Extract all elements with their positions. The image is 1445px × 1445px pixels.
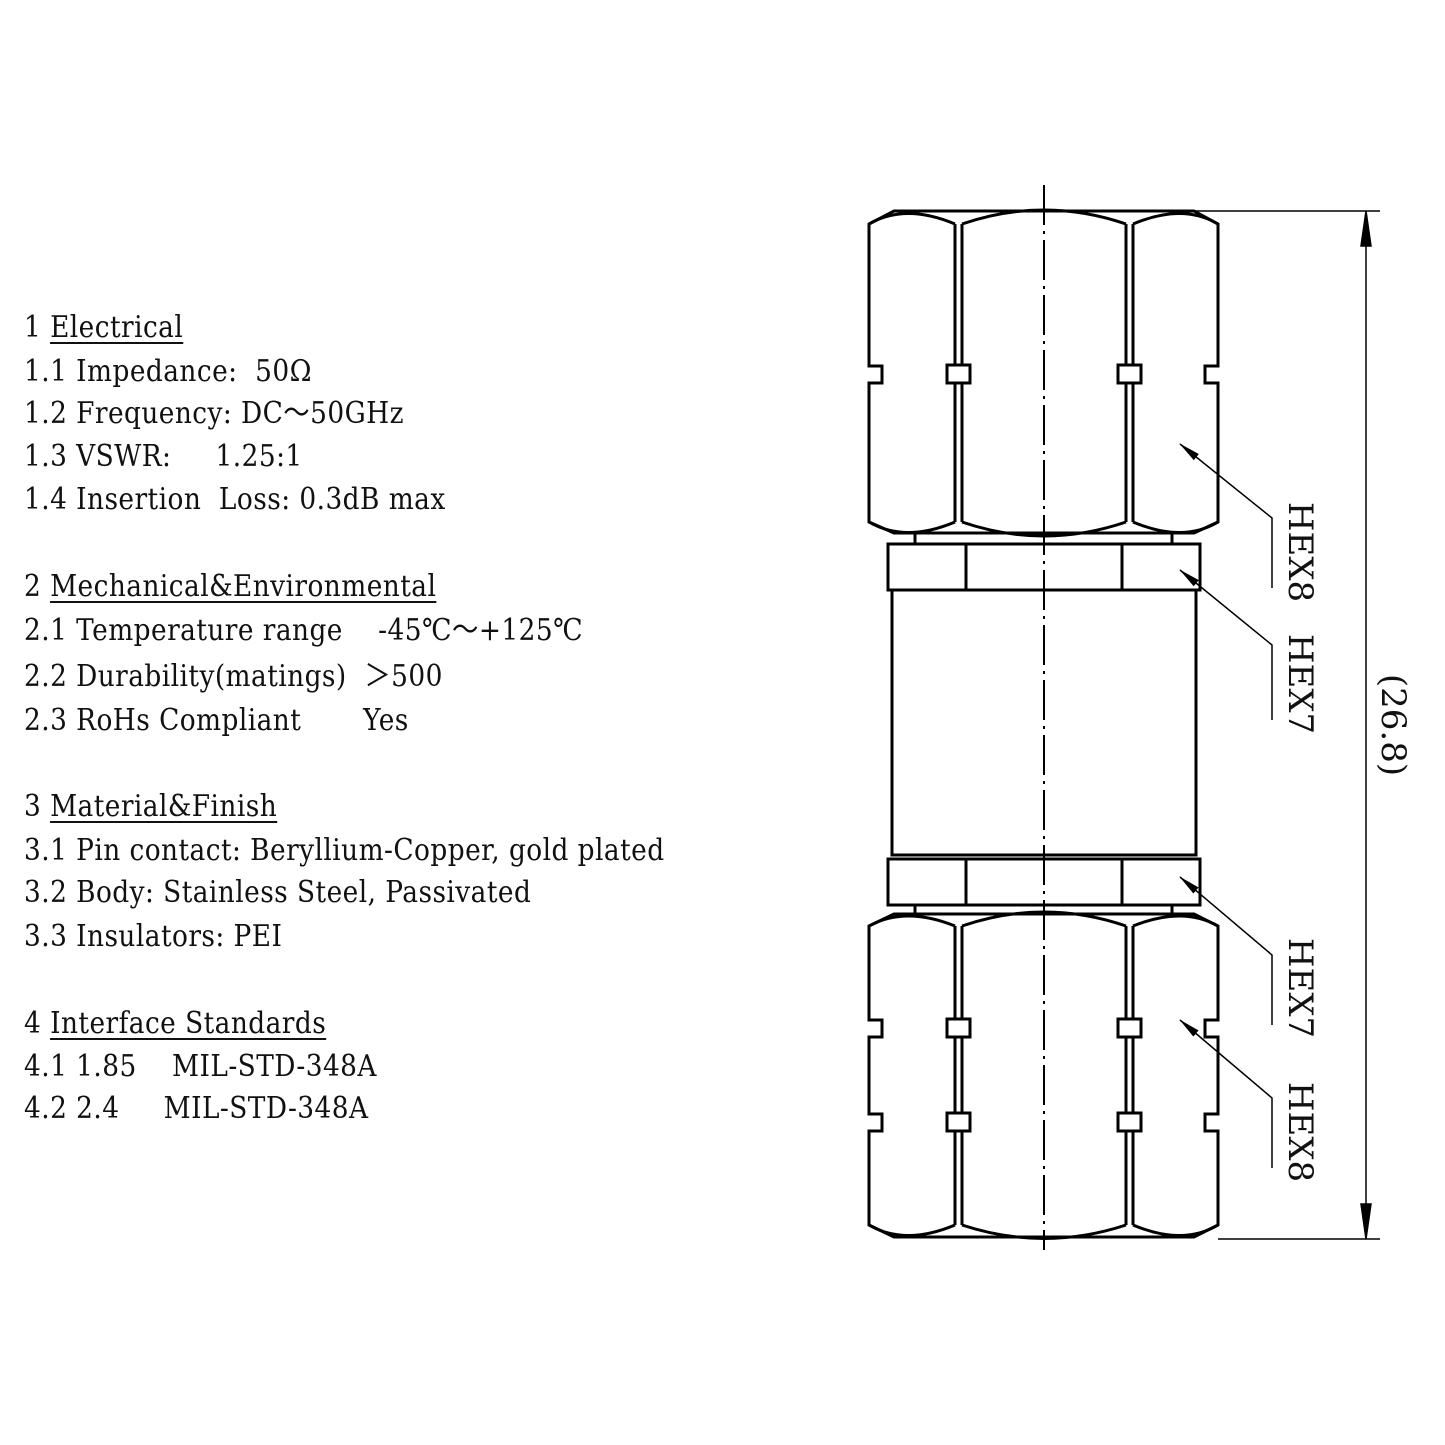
- connector-body: [890, 588, 1198, 857]
- section-title: Material&Finish: [50, 789, 278, 824]
- section-number: 1: [24, 310, 42, 345]
- section-title: Mechanical&Environmental: [50, 569, 437, 604]
- spec-vswr: 1.3 VSWR: 1.25:1: [24, 439, 303, 474]
- hex8-bottom-label: HEX8: [1280, 1082, 1320, 1182]
- leader-hex7-bottom: [1179, 876, 1273, 1025]
- section-title: Electrical: [50, 310, 184, 345]
- spec-frequency: 1.2 Frequency: DC～50GHz: [24, 396, 404, 431]
- hex8-bottom-nut: [867, 910, 1220, 1240]
- spec-pin-contact: 3.1 Pin contact: Beryllium-Copper, gold …: [24, 833, 665, 868]
- spec-temperature: 2.1 Temperature range -45℃～+125℃: [24, 613, 584, 648]
- section-number: 3: [24, 789, 42, 824]
- spec-body: 3.2 Body: Stainless Steel, Passivated: [24, 875, 532, 910]
- section-number: 2: [24, 569, 42, 604]
- section-heading-mechanical: 2 Mechanical&Environmental: [24, 570, 436, 604]
- spec-durability: 2.2 Durability(matings) ＞500: [24, 659, 443, 694]
- overall-length-dimension: [1194, 210, 1380, 1240]
- hex8-top-nut: [867, 208, 1220, 543]
- section-heading-interface: 4 Interface Standards: [24, 1007, 326, 1041]
- spec-interface-185: 4.1 1.85 MIL-STD-348A: [24, 1049, 377, 1084]
- spec-rohs: 2.3 RoHs Compliant Yes: [24, 703, 409, 738]
- overall-length-label: (26.8): [1373, 674, 1413, 776]
- leader-hex8-top: [1179, 443, 1273, 588]
- hex7-bottom-label: HEX7: [1280, 938, 1320, 1038]
- spec-interface-24: 4.2 2.4 MIL-STD-348A: [24, 1091, 369, 1126]
- section-heading-material: 3 Material&Finish: [24, 790, 277, 824]
- spec-insertion-loss: 1.4 Insertion Loss: 0.3dB max: [24, 482, 446, 517]
- section-title: Interface Standards: [50, 1006, 327, 1041]
- leader-hex7-top: [1179, 569, 1273, 720]
- hex7-top-label: HEX7: [1280, 634, 1320, 734]
- section-heading-electrical: 1 Electrical: [24, 311, 183, 345]
- hex8-top-label: HEX8: [1280, 502, 1320, 602]
- leader-hex8-bottom: [1179, 1019, 1273, 1168]
- spec-impedance: 1.1 Impedance: 50Ω: [24, 354, 312, 389]
- section-number: 4: [24, 1006, 42, 1041]
- spec-insulators: 3.3 Insulators: PEI: [24, 919, 283, 954]
